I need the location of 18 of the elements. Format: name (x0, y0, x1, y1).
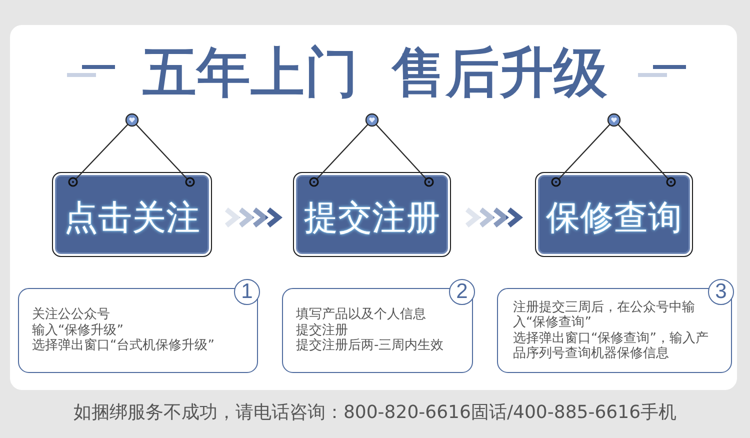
step-text: 选择弹出窗口“保修查询”，输入产品序列号查询机器保修信息 (513, 330, 710, 362)
title: 五年上门 售后升级 (141, 43, 609, 103)
chevron-arrow (224, 207, 282, 228)
step-text: 填写产品以及个人信息 (296, 307, 427, 323)
step-text: 输入“保修升级” (32, 322, 124, 338)
sign-text: 保修查询 (546, 198, 682, 238)
chevron-arrow (464, 207, 523, 228)
hanging-sign (535, 172, 693, 257)
hanging-sign (52, 172, 212, 257)
step-text: 提交注册后两-三周内生效 (296, 338, 445, 354)
hanging-sign (293, 172, 451, 257)
step-text: 选择弹出窗口“台式机保修升级” (32, 338, 216, 354)
step-text: 提交注册 (296, 322, 349, 338)
step-text: 关注公公众号 (32, 307, 111, 323)
sign-text: 点击关注 (64, 198, 200, 238)
footer-note: 如捆绑服务不成功，请电话咨询：800-820-6616固话/400-885-6616手机 (72, 401, 678, 425)
sign-text: 提交注册 (304, 198, 440, 238)
step-text: 注册提交三周后，在公众号中输入“保修查询” (513, 300, 696, 330)
